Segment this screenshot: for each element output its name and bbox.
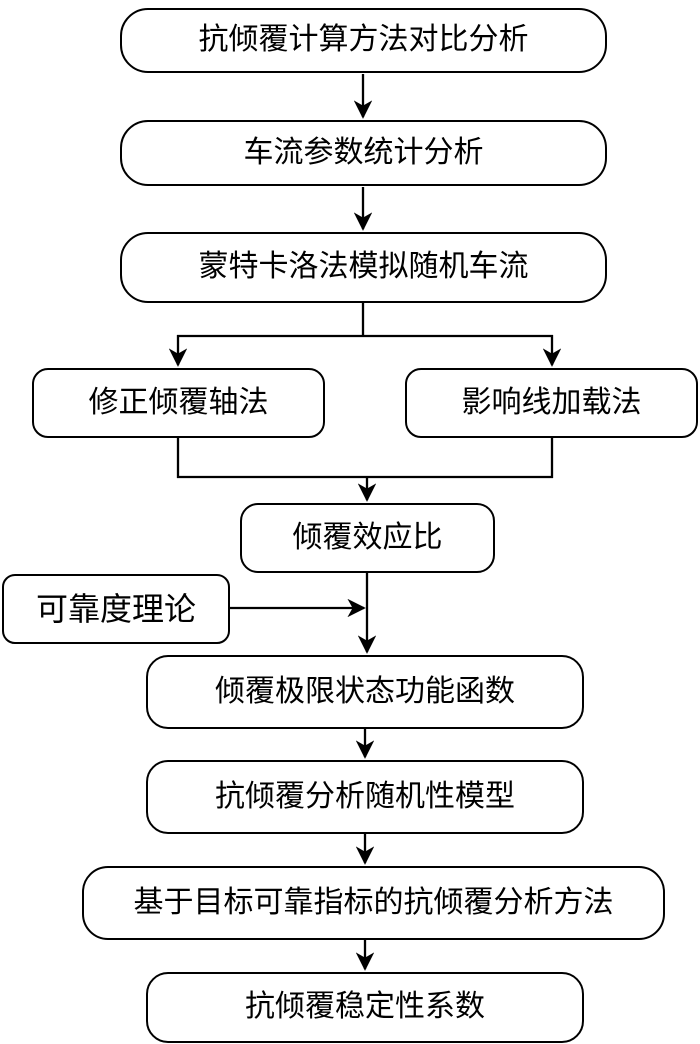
node-limit-state-function: 倾覆极限状态功能函数: [146, 655, 584, 729]
node-label: 可靠度理论: [35, 590, 196, 627]
node-compare-analysis: 抗倾覆计算方法对比分析: [120, 8, 607, 73]
node-label: 影响线加载法: [461, 385, 642, 419]
node-stability-coefficient: 抗倾覆稳定性系数: [146, 972, 584, 1043]
node-label: 蒙特卡洛法模拟随机车流: [198, 250, 529, 284]
node-label: 抗倾覆计算方法对比分析: [198, 23, 529, 57]
node-label: 基于目标可靠指标的抗倾覆分析方法: [133, 885, 614, 919]
node-overturning-effect-ratio: 倾覆效应比: [240, 503, 495, 573]
node-stochastic-model: 抗倾覆分析随机性模型: [146, 760, 584, 834]
node-label: 修正倾覆轴法: [88, 385, 269, 419]
node-influence-line-loading: 影响线加载法: [405, 368, 698, 438]
node-monte-carlo: 蒙特卡洛法模拟随机车流: [120, 232, 607, 303]
node-traffic-params: 车流参数统计分析: [120, 120, 607, 186]
node-reliability-theory: 可靠度理论: [2, 574, 230, 644]
node-modified-overturning-axis: 修正倾覆轴法: [32, 368, 325, 438]
node-label: 倾覆极限状态功能函数: [215, 674, 515, 708]
node-target-reliability-method: 基于目标可靠指标的抗倾覆分析方法: [82, 866, 665, 940]
node-label: 抗倾覆稳定性系数: [245, 990, 485, 1024]
node-label: 抗倾覆分析随机性模型: [215, 779, 515, 813]
node-label: 车流参数统计分析: [243, 135, 484, 169]
node-label: 倾覆效应比: [292, 520, 443, 554]
